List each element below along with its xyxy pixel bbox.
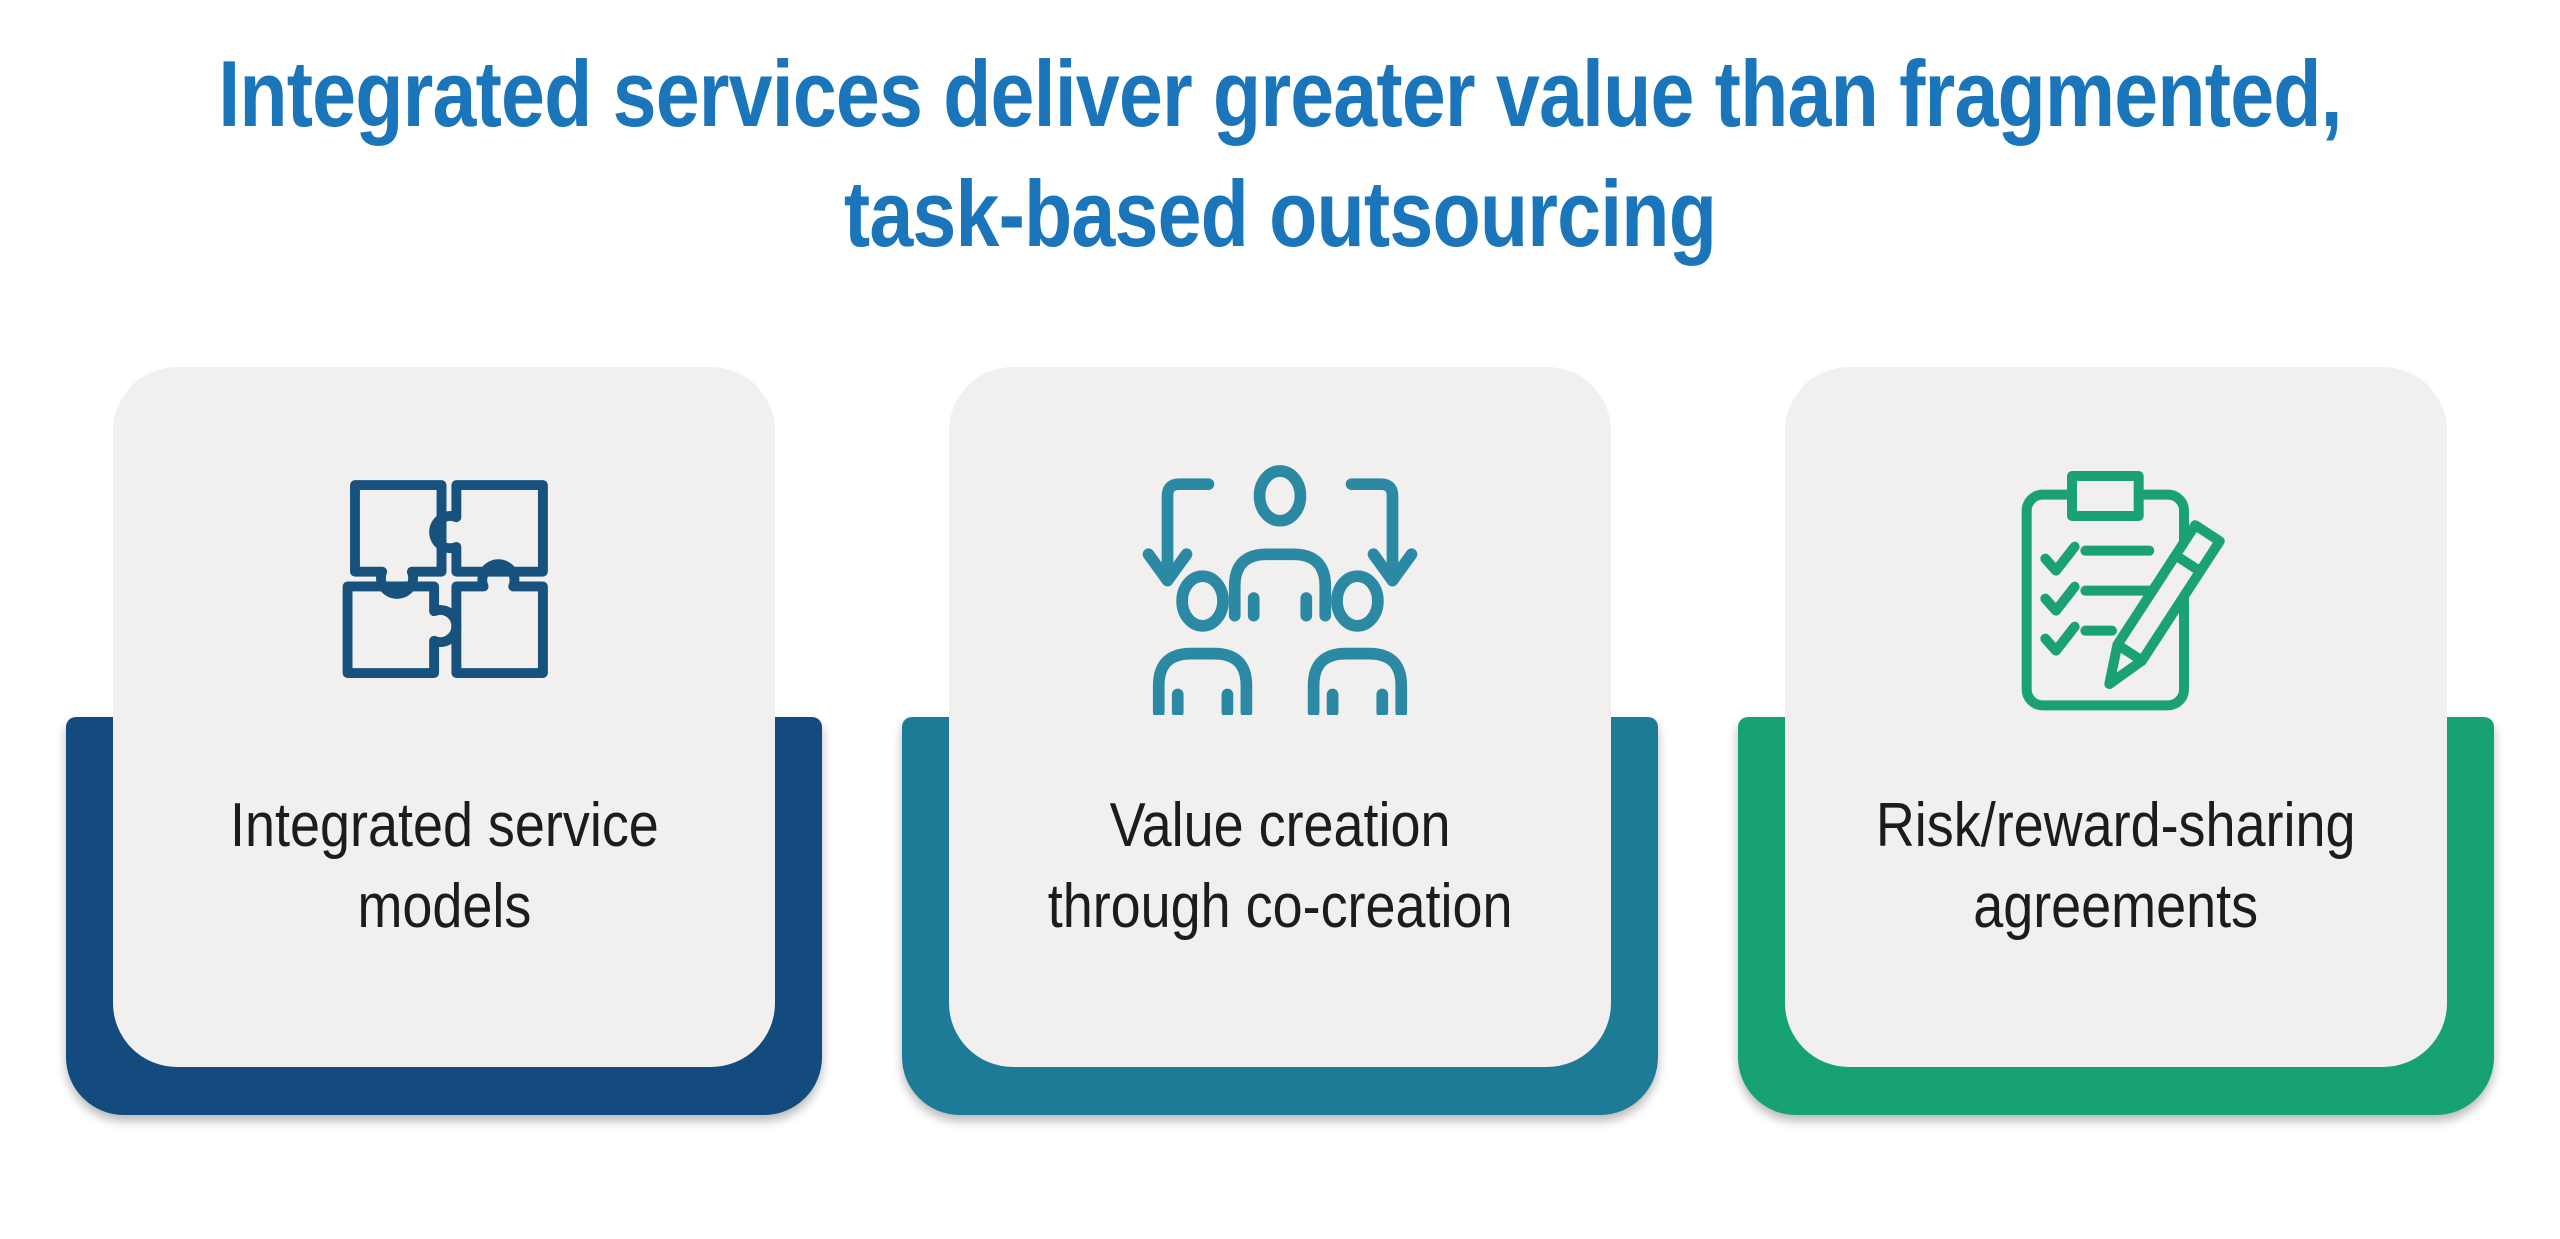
puzzle-pieces-icon — [308, 419, 580, 749]
card-value-creation: Value creation through co-creation — [949, 366, 1611, 1067]
card-label: Integrated service models — [230, 785, 659, 949]
card-label-line-2: through co-creation — [1047, 872, 1513, 942]
page-title-line-1: Integrated services deliver greater valu… — [218, 41, 2342, 146]
card-row: Integrated service models — [0, 366, 2560, 1115]
co-creation-people-icon — [1112, 419, 1448, 749]
card-label-line-1: Risk/reward-sharing — [1876, 790, 2356, 860]
card-integrated-service-models: Integrated service models — [113, 366, 775, 1067]
page-title: Integrated services deliver greater valu… — [0, 34, 2560, 275]
unit-risk-reward: Risk/reward-sharing agreements — [1738, 366, 2494, 1115]
card-label: Risk/reward-sharing agreements — [1876, 785, 2356, 949]
page-title-line-2: task-based outsourcing — [843, 161, 1717, 267]
card-label-line-1: Integrated service — [229, 790, 659, 860]
unit-value-creation: Value creation through co-creation — [902, 366, 1658, 1115]
card-label: Value creation through co-creation — [1048, 785, 1513, 949]
unit-integrated-service-models: Integrated service models — [66, 366, 822, 1115]
card-label-line-2: agreements — [1973, 872, 2259, 942]
card-risk-reward: Risk/reward-sharing agreements — [1785, 366, 2447, 1067]
infographic-page: Integrated services deliver greater valu… — [0, 34, 2560, 1239]
card-label-line-2: models — [357, 872, 531, 942]
checklist-pencil-icon — [1976, 419, 2256, 749]
card-label-line-1: Value creation — [1109, 790, 1451, 860]
